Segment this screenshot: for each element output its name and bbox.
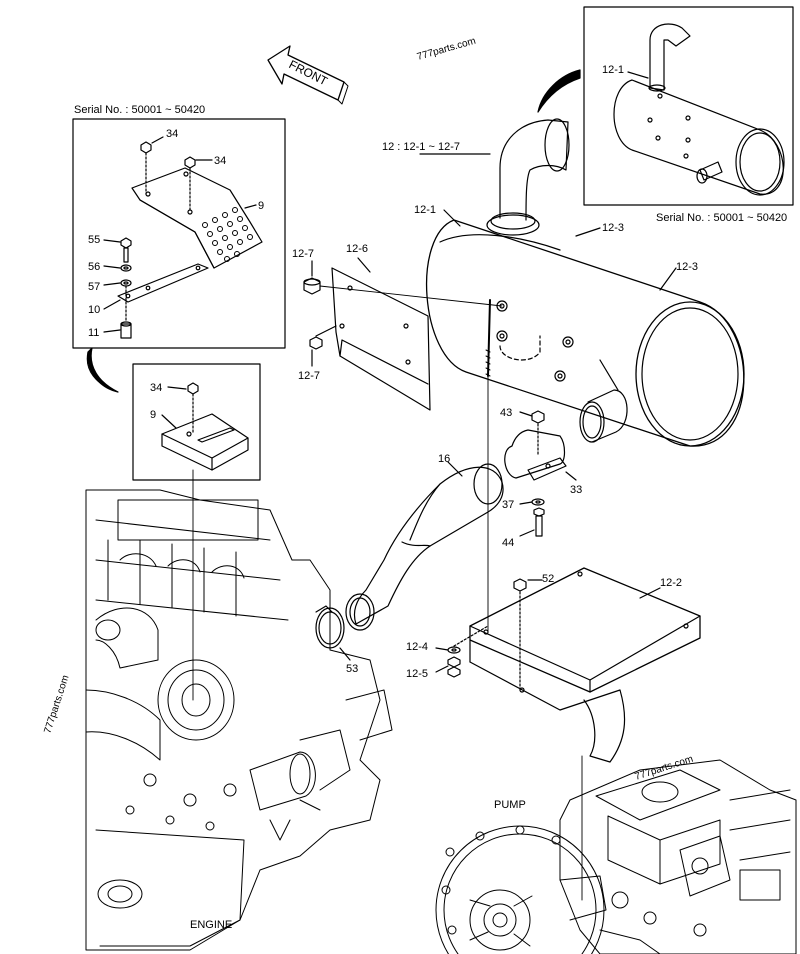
front-label: FRONT [287, 57, 331, 89]
callout-11: 11 [88, 327, 99, 339]
group-label: 12 : 12-1 ~ 12-7 [382, 141, 460, 153]
bolt-part-52 [513, 578, 527, 691]
callout-12-1: 12-1 [414, 204, 436, 216]
clamp-part-33 [504, 429, 567, 481]
bolt-part-55 [120, 237, 132, 263]
callout-52: 52 [542, 573, 554, 585]
callout-16: 16 [438, 453, 450, 465]
bolt-part-34-b [184, 156, 196, 213]
callout-9-a: 9 [258, 200, 264, 212]
callout-9-b: 9 [150, 409, 156, 421]
serial-note-left: Serial No. : 50001 ~ 50420 [74, 104, 205, 116]
callout-33: 33 [570, 484, 582, 496]
callout-55: 55 [88, 234, 100, 246]
callout-37: 37 [502, 499, 514, 511]
callout-57: 57 [88, 281, 100, 293]
callout-43: 43 [500, 407, 512, 419]
callout-12-4: 12-4 [406, 641, 428, 653]
bracket-part-12-2 [469, 567, 701, 763]
bolt-part-12-7-lower [309, 325, 337, 350]
inset-box-muffler [583, 6, 794, 206]
callout-53: 53 [346, 663, 358, 675]
pump-label: PUMP [494, 799, 526, 811]
callout-12-1-inset: 12-1 [602, 64, 624, 76]
pump-illustration [435, 759, 797, 954]
bracket-part-9 [131, 167, 263, 269]
callout-34-c: 34 [150, 382, 162, 394]
nut-part-12-5 [447, 656, 461, 678]
bolt-part-44 [533, 507, 545, 537]
callout-12-3-a: 12-3 [602, 222, 624, 234]
callout-12-7-b: 12-7 [298, 370, 320, 382]
spacer-part-11 [120, 321, 132, 339]
callout-34-a: 34 [166, 128, 178, 140]
callout-44: 44 [502, 537, 514, 549]
inset-box-plate [132, 363, 261, 481]
callout-12-6: 12-6 [346, 243, 368, 255]
callout-12-7-a: 12-7 [292, 248, 314, 260]
watermark-right: 777parts.com [634, 754, 695, 783]
callout-34-b: 34 [214, 155, 226, 167]
muffler-part-12-1 [425, 118, 745, 447]
serial-note-right: Serial No. : 50001 ~ 50420 [656, 212, 787, 224]
bolt-part-43 [531, 410, 545, 455]
bolt-part-12-7-upper [303, 277, 321, 295]
bolt-part-34-c [187, 382, 199, 433]
plate-part-9-variant [161, 413, 249, 471]
washer-part-37 [531, 498, 545, 506]
flex-pipe-part-16 [345, 463, 504, 631]
engine-label: ENGINE [190, 919, 232, 931]
muffler-part-12-1-inset [613, 23, 785, 196]
callout-56: 56 [88, 261, 100, 273]
callout-12-5: 12-5 [406, 668, 428, 680]
engine-illustration [85, 489, 393, 951]
watermark-top: 777parts.com [416, 36, 477, 63]
inset-box-bracket [72, 118, 286, 349]
bolt-part-34-a [140, 141, 152, 195]
washer-part-56 [120, 264, 132, 272]
washer-part-12-4 [447, 646, 461, 654]
front-direction-arrow [267, 45, 349, 105]
callout-12-3-b: 12-3 [676, 261, 698, 273]
callout-12-2: 12-2 [660, 577, 682, 589]
watermark-left: 777parts.com [42, 674, 71, 735]
heat-shield-part-12-6 [331, 267, 431, 411]
washer-part-57 [120, 279, 132, 287]
callout-10: 10 [88, 304, 100, 316]
